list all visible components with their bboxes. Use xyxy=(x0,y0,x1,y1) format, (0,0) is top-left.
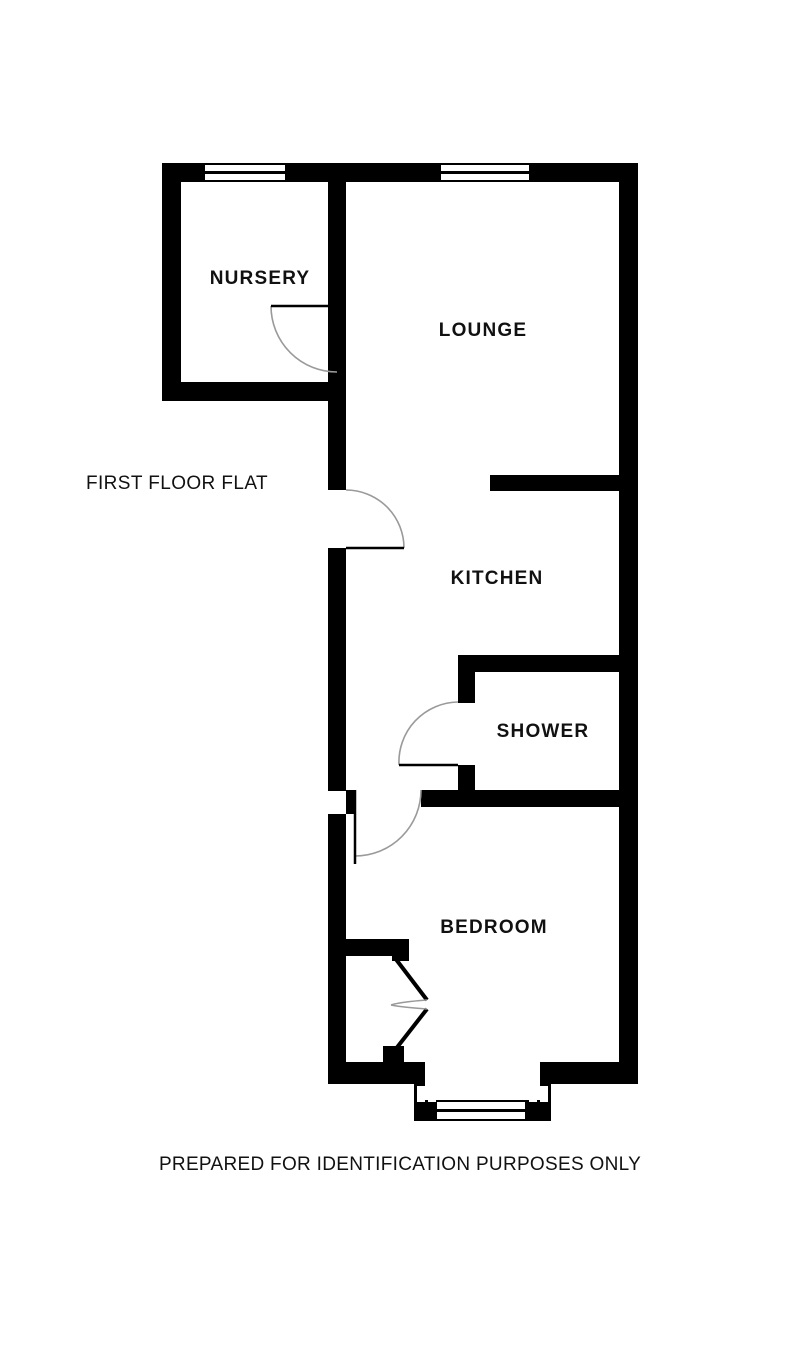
window-group xyxy=(205,165,548,1119)
wall-corridor-left-upper xyxy=(328,382,346,490)
door-group xyxy=(270,304,459,1052)
floor-plan-title: FIRST FLOOR FLAT xyxy=(86,473,268,494)
wall-nursery-bottom xyxy=(162,382,346,401)
lounge-window-pane-1 xyxy=(441,165,529,171)
wall-shower-top xyxy=(458,655,638,672)
bay-window-side-pane-left-1 xyxy=(417,1086,425,1102)
wardrobe-door-leaf-top xyxy=(393,956,429,1002)
wall-bedroom-bottom-left xyxy=(328,1062,425,1084)
wall-bedroom-left-upper xyxy=(328,814,346,939)
nursery-window-pane-2 xyxy=(205,174,285,180)
bay-window-pane-1 xyxy=(437,1102,525,1109)
wardrobe-door-leaf-bottom xyxy=(393,1007,429,1052)
room-label-nursery: NURSERY xyxy=(209,268,311,289)
entrance-door-arc xyxy=(345,489,405,549)
shower-door-arc xyxy=(398,701,459,766)
bay-window-side-pane-right-1 xyxy=(529,1086,537,1102)
room-label-bedroom: BEDROOM xyxy=(440,917,548,938)
wall-nursery-lounge-divider xyxy=(328,163,346,382)
wall-shower-bottom xyxy=(421,790,638,807)
wall-bedroom-bottom-right xyxy=(540,1062,638,1084)
room-label-shower: SHOWER xyxy=(496,721,590,742)
wall-bedroom-left-lower xyxy=(328,939,346,1084)
room-label-kitchen: KITCHEN xyxy=(450,568,544,589)
wall-shower-left-upper xyxy=(458,655,475,703)
kitchen-hall-door-arc xyxy=(354,789,422,857)
wall-lounge-kitchen-divider xyxy=(490,475,638,491)
wall-nursery-left xyxy=(162,163,181,401)
nursery-door-arc xyxy=(270,305,338,373)
wall-wardrobe-jamb-top xyxy=(392,939,409,961)
bay-window-pane-2 xyxy=(437,1112,525,1119)
wall-right-outer xyxy=(619,163,638,1084)
lounge-window-pane-2 xyxy=(441,174,529,180)
wall-group xyxy=(162,163,638,1121)
nursery-window-pane-1 xyxy=(205,165,285,171)
bay-window-side-pane-right-2 xyxy=(540,1086,548,1102)
wardrobe-door-arc-bottom xyxy=(390,1004,428,1010)
wall-corridor-left-lower xyxy=(328,548,346,791)
wall-hall-door-jamb xyxy=(346,790,356,814)
room-label-lounge: LOUNGE xyxy=(438,320,528,341)
disclaimer-caption: PREPARED FOR IDENTIFICATION PURPOSES ONL… xyxy=(158,1154,642,1175)
bay-window-side-pane-left-2 xyxy=(428,1086,436,1102)
wall-shower-left-lower xyxy=(458,765,475,793)
wardrobe-door-arc-top xyxy=(390,999,428,1006)
